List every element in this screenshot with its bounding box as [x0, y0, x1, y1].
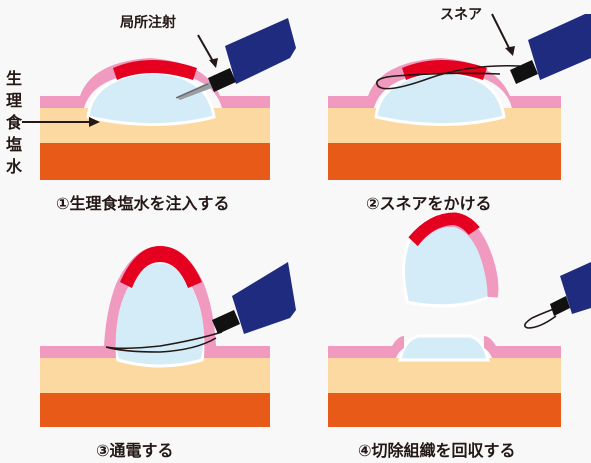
- snare-loop-icon: [376, 64, 521, 90]
- resected-tissue: [402, 212, 499, 308]
- lesion: [113, 60, 197, 80]
- step-4-caption: ④切除組織を回収する: [358, 441, 516, 460]
- muscle-layer: [328, 393, 561, 427]
- injection-needle-icon: [175, 80, 217, 100]
- mucosa-layer: [484, 336, 561, 358]
- endoscope-icon: [212, 262, 296, 334]
- step-2-caption: ②スネアをかける: [366, 194, 492, 213]
- submucosa-layer: [328, 358, 561, 393]
- snare-pointer: [491, 13, 511, 51]
- endoscope-icon: [510, 14, 591, 84]
- lesion: [402, 60, 487, 80]
- panel-2-snare: [328, 13, 591, 180]
- endoscope-icon: [208, 18, 296, 92]
- mucosa-layer: [328, 336, 404, 358]
- snare-label: スネア: [440, 7, 482, 23]
- muscle-layer: [328, 143, 561, 180]
- step-1-caption: ①生理食塩水を注入する: [56, 194, 230, 213]
- saline-label: 生理食塩水: [5, 69, 22, 176]
- injection-label: 局所注射: [120, 15, 176, 31]
- panel-3-electrocautery: [40, 246, 296, 427]
- injection-pointer: [197, 34, 215, 64]
- muscle-layer: [40, 143, 270, 180]
- lesion: [120, 246, 202, 288]
- resection-site: [398, 334, 490, 362]
- snare-loop-icon: [524, 305, 563, 329]
- panel-4-retrieval: [328, 212, 591, 427]
- mucosa-layer: [40, 246, 270, 358]
- muscle-layer: [40, 393, 270, 427]
- snare-loop-icon: [105, 331, 223, 353]
- endoscope-icon: [550, 262, 591, 316]
- panel-1-injection: [22, 18, 296, 180]
- step-3-caption: ③通電する: [96, 441, 174, 460]
